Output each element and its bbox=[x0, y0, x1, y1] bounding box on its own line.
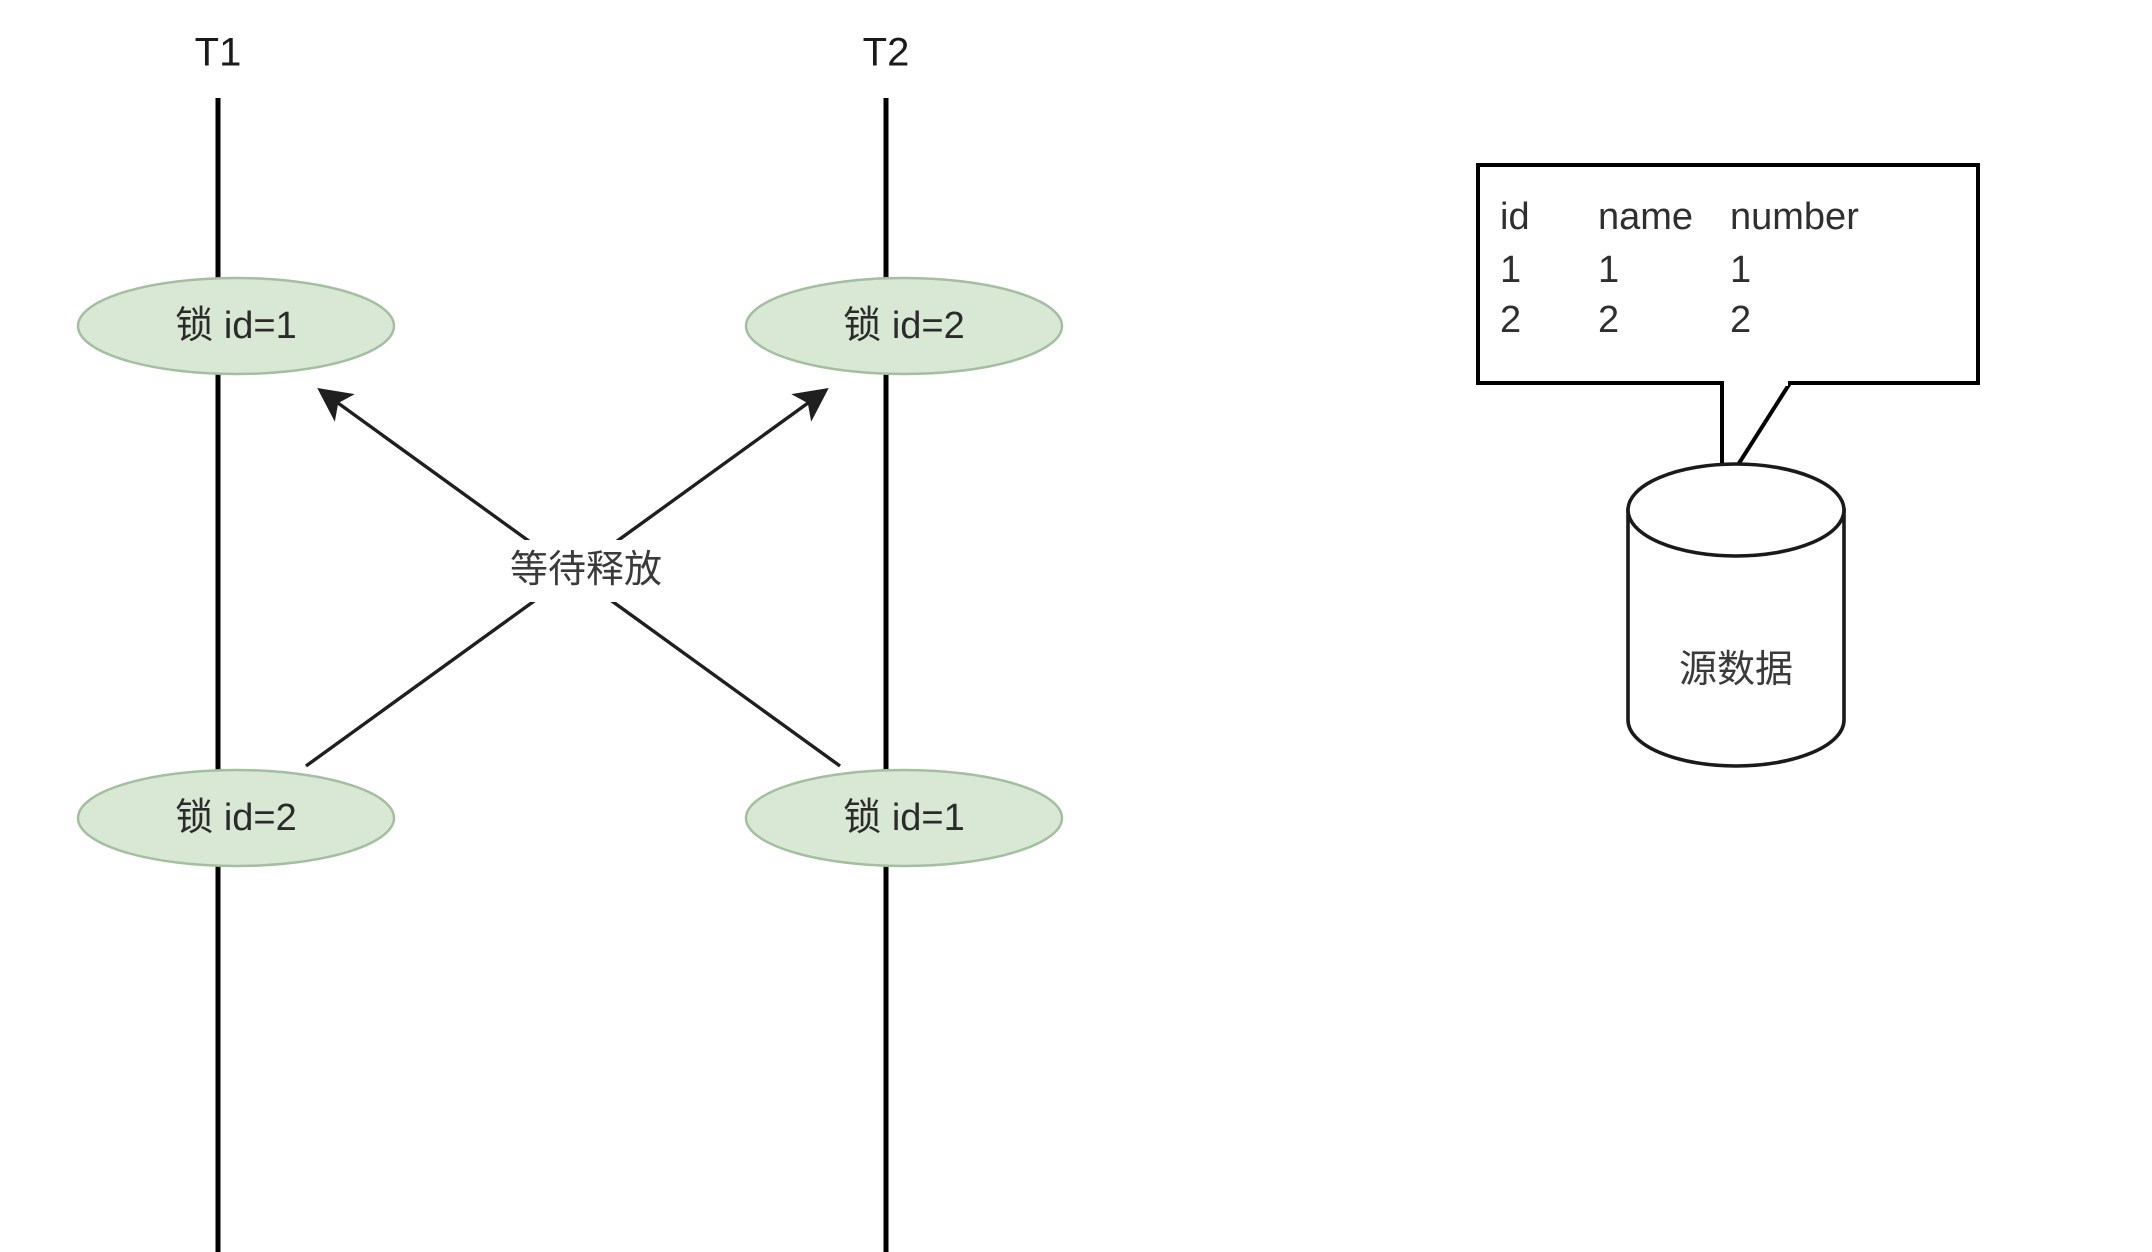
table-cell-number: 1 bbox=[1730, 249, 1751, 291]
lock-label-t1-bottom: 锁 id=2 bbox=[175, 797, 296, 839]
table-cell-id: 2 bbox=[1500, 299, 1521, 341]
table-header-name: name bbox=[1598, 196, 1693, 238]
table-cell-number: 2 bbox=[1730, 299, 1751, 341]
lock-node-t2-bottom[interactable]: 锁 id=1 bbox=[744, 768, 1064, 868]
wait-label-backdrop bbox=[470, 540, 710, 602]
table-cell-name: 2 bbox=[1598, 299, 1619, 341]
lock-ellipse-shape[interactable] bbox=[744, 276, 1064, 376]
table-header-id: id bbox=[1500, 196, 1530, 238]
lifeline-label-t1: T1 bbox=[195, 31, 242, 75]
lock-label-t2-bottom: 锁 id=1 bbox=[843, 797, 964, 839]
table-cell-id: 1 bbox=[1500, 249, 1521, 291]
database-cylinder[interactable]: 源数据 bbox=[1626, 462, 1846, 768]
lifeline-t1: T1 bbox=[195, 31, 242, 1252]
lock-node-t2-top[interactable]: 锁 id=2 bbox=[744, 276, 1064, 376]
cylinder-label: 源数据 bbox=[1679, 649, 1793, 691]
wait-label-group: 等待释放 bbox=[470, 540, 710, 602]
lock-ellipse-shape[interactable] bbox=[76, 768, 396, 868]
table-cell-name: 1 bbox=[1598, 249, 1619, 291]
data-callout: id name number 1 1 1 2 2 2 bbox=[1476, 163, 1980, 492]
cylinder-body-shape[interactable] bbox=[1626, 508, 1846, 768]
table-row: 1 1 1 bbox=[1500, 249, 1751, 291]
lock-ellipse-shape[interactable] bbox=[76, 276, 396, 376]
lock-label-t1-top: 锁 id=1 bbox=[175, 305, 296, 347]
lock-node-t1-top[interactable]: 锁 id=1 bbox=[76, 276, 396, 376]
lock-label-t2-top: 锁 id=2 bbox=[843, 305, 964, 347]
table-header-number: number bbox=[1730, 196, 1859, 238]
callout-box-shape bbox=[1476, 163, 1980, 385]
lifeline-t2: T2 bbox=[863, 31, 910, 1252]
lock-ellipse-shape[interactable] bbox=[744, 768, 1064, 868]
table-row: 2 2 2 bbox=[1500, 299, 1751, 341]
lifeline-label-t2: T2 bbox=[863, 31, 910, 75]
cylinder-top-shape[interactable] bbox=[1626, 462, 1846, 558]
lock-node-t1-bottom[interactable]: 锁 id=2 bbox=[76, 768, 396, 868]
wait-release-label: 等待释放 bbox=[510, 549, 662, 591]
